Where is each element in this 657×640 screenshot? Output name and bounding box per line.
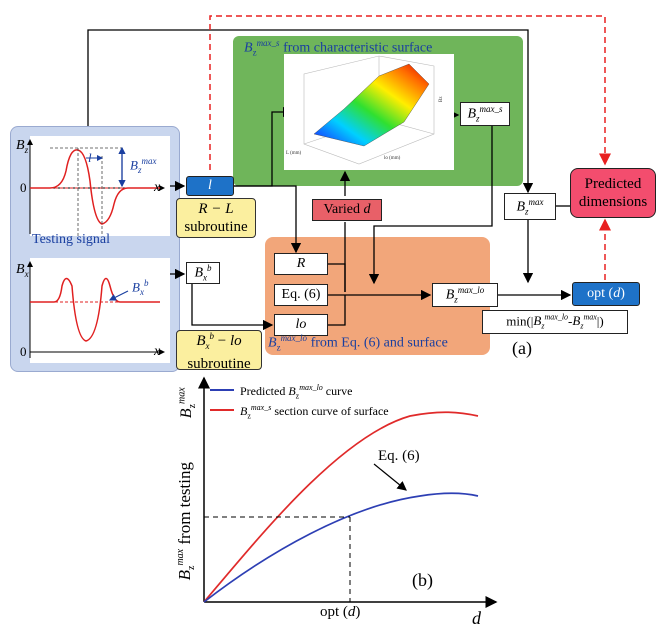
bz-axis-label: Bz	[16, 138, 29, 155]
r-box: R	[274, 253, 328, 275]
x-axis-label-2: x	[154, 344, 161, 359]
bxb-box: Bxb	[186, 262, 220, 284]
l-box: l	[186, 176, 234, 196]
surface-panel-title: Bzmax_s from characteristic surface	[244, 38, 433, 58]
testing-signal-plots	[27, 136, 170, 363]
series-predicted-curve	[203, 492, 479, 603]
eq6-arrow	[373, 463, 407, 491]
signal-zero-label: 0	[20, 180, 27, 195]
eq6-box: Eq. (6)	[274, 284, 328, 306]
varied-d-box: Varied d	[312, 199, 382, 221]
min-expression-box: min(|Bzmax_lo-Bzmax|)	[482, 310, 628, 334]
opt-d-box: opt (d)	[572, 282, 640, 306]
bz-max-box: Bzmax	[504, 193, 556, 220]
panel-a-label: (a)	[512, 338, 532, 358]
legend-entry-predicted: Predicted Bzmax_lo curve	[240, 383, 353, 401]
svg-text:Bz: Bz	[439, 96, 444, 102]
characteristic-surface-plot: L (mm) lo (mm) Bz	[284, 54, 454, 170]
bx-axis-label: Bx	[16, 262, 29, 279]
eq6-panel-title: Bzmax_lo from Eq. (6) and surface	[268, 333, 448, 353]
lo-box: lo	[274, 314, 328, 336]
bz-max-s-box: Bzmax_s	[460, 102, 510, 126]
x-axis-label: x	[154, 180, 161, 195]
svg-text:lo (mm): lo (mm)	[384, 156, 401, 161]
opt-d-axis-label: opt (d)	[320, 604, 361, 620]
bz-max-lo-box: Bzmax_lo	[432, 283, 498, 307]
svg-text:L (mm): L (mm)	[286, 151, 302, 156]
bxb-annotation: Bxb	[132, 278, 149, 297]
panel-b-label: (b)	[412, 570, 433, 590]
l-annotation: l	[88, 150, 92, 165]
y-axis-top-label: Bzmax	[176, 387, 199, 419]
panel-b-chart	[198, 376, 498, 608]
signal-zero-label-2: 0	[20, 344, 27, 359]
testing-signal-label: Testing signal	[32, 232, 110, 247]
eq6-annotation: Eq. (6)	[378, 448, 420, 464]
series-surface-section-curve	[203, 411, 479, 603]
d-axis-label: d	[472, 608, 481, 628]
y-axis-label: Bzmax from testing	[174, 461, 198, 581]
bzmax-annotation: Bzmax	[130, 156, 157, 175]
legend-entry-surface: Bzmax_s section curve of surface	[240, 403, 389, 421]
